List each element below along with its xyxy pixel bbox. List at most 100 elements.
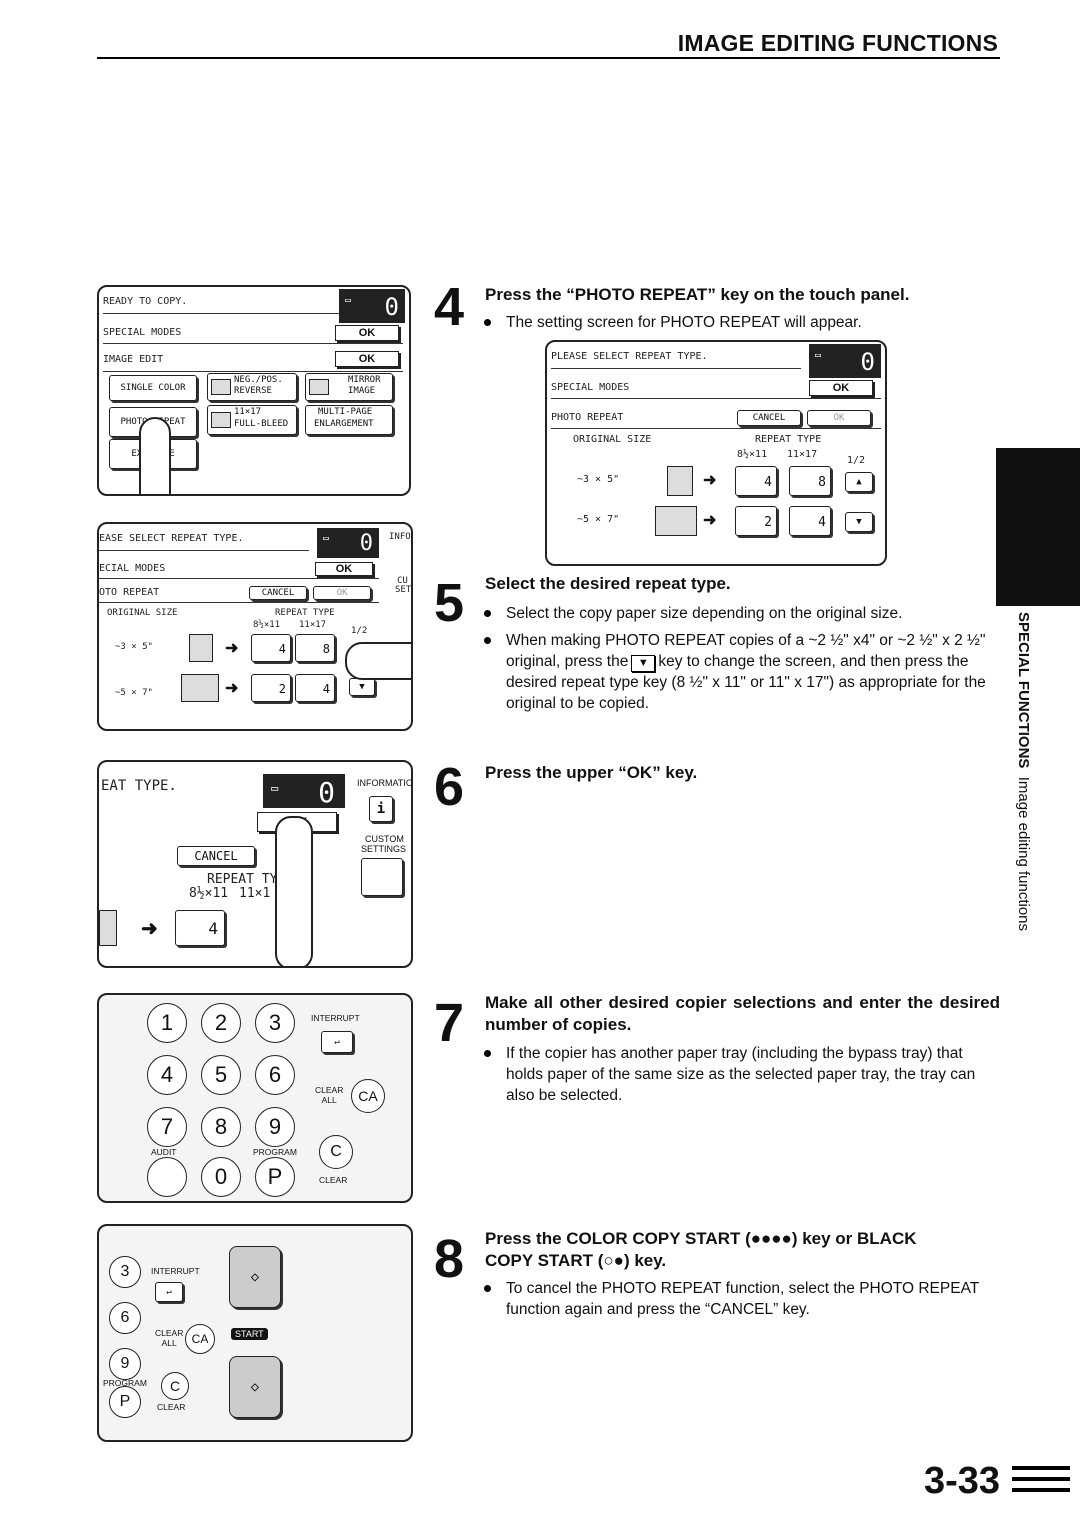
black-start-symbol-icon: ○●: [603, 1251, 624, 1270]
single-color-button[interactable]: SINGLE COLOR: [109, 375, 197, 401]
repeat-ledger-4-button[interactable]: 4: [789, 506, 831, 536]
key-1[interactable]: 1: [147, 1003, 187, 1043]
interrupt-label: INTERRUPT: [311, 1013, 360, 1023]
repeat-letter-4-button[interactable]: 4: [735, 466, 777, 496]
page-number-rule: [1012, 1488, 1070, 1492]
photo-repeat-panel: PLEASE SELECT REPEAT TYPE. ▭ 0 SPECIAL M…: [545, 340, 887, 566]
step-7-bullet: If the copier has another paper tray (in…: [484, 1043, 1000, 1106]
special-modes-ok-button[interactable]: OK: [315, 562, 373, 576]
key-5[interactable]: 5: [201, 1055, 241, 1095]
bullet-dot: [484, 319, 491, 326]
clear-key[interactable]: C: [161, 1372, 189, 1400]
cancel-button[interactable]: CANCEL: [177, 846, 255, 866]
step-4-title: Press the “PHOTO REPEAT” key on the touc…: [485, 285, 910, 304]
status-row: READY TO COPY.: [103, 291, 339, 314]
step-8-title: Press the COLOR COPY START (●●●●) key or…: [485, 1229, 917, 1270]
interrupt-key[interactable]: ↵: [155, 1282, 183, 1302]
photo-thumbnail-icon: [667, 466, 693, 496]
mirror-image-button[interactable]: MIRROR IMAGE: [305, 373, 393, 401]
audit-label: AUDIT: [151, 1147, 177, 1157]
page-indicator: 1/2: [351, 626, 368, 636]
special-modes-ok-button[interactable]: OK: [809, 380, 873, 396]
key-2[interactable]: 2: [201, 1003, 241, 1043]
repeat-type-label: REPEAT TYPE: [275, 608, 335, 618]
key-4[interactable]: 4: [147, 1055, 187, 1095]
size-3x5-label: ~3 × 5": [115, 642, 153, 652]
clear-key[interactable]: C: [319, 1135, 353, 1169]
color-copy-start-key[interactable]: ◇: [229, 1246, 281, 1308]
repeat-letter-4-button[interactable]: 4: [175, 910, 225, 946]
arrow-icon: ➜: [225, 680, 239, 697]
key-6[interactable]: 6: [109, 1302, 141, 1334]
key-7[interactable]: 7: [147, 1107, 187, 1147]
repeat-ledger-8-button[interactable]: 8: [295, 634, 335, 662]
special-modes-ok-button[interactable]: OK: [335, 325, 399, 341]
custom-settings-button[interactable]: [361, 858, 403, 896]
set-label: SET: [395, 585, 412, 595]
key-8[interactable]: 8: [201, 1107, 241, 1147]
information-button[interactable]: i: [369, 796, 393, 822]
cancel-button[interactable]: CANCEL: [249, 586, 307, 600]
ok-button-disabled: OK: [807, 410, 871, 426]
pointing-finger: [139, 417, 171, 494]
repeat-letter-2-button[interactable]: 2: [735, 506, 777, 536]
ok-button-disabled: OK: [313, 586, 371, 600]
step-number-8: 8: [434, 1229, 465, 1289]
page-number-rule: [1012, 1477, 1070, 1481]
step-7-title: Make all other desired copier selections…: [485, 993, 1000, 1034]
custom-label: CUSTOM: [365, 834, 404, 844]
image-edit-ok-button[interactable]: OK: [335, 351, 399, 367]
scroll-up-button[interactable]: ▲: [845, 472, 873, 492]
color-start-symbol-icon: ●●●●: [750, 1229, 792, 1248]
clear-all-key[interactable]: CA: [351, 1079, 385, 1113]
photo-repeat-panel-pressed: EASE SELECT REPEAT TYPE. ▭ 0 INFO ECIAL …: [97, 522, 413, 731]
pointing-finger: [275, 816, 313, 966]
key-9[interactable]: 9: [109, 1348, 141, 1380]
key-3[interactable]: 3: [109, 1256, 141, 1288]
black-copy-start-key[interactable]: ◇: [229, 1356, 281, 1418]
page-number-rule: [1012, 1466, 1070, 1470]
letter-size-label: 8½×11: [737, 449, 768, 460]
arrow-icon: ➜: [141, 918, 158, 940]
scroll-down-button[interactable]: ▼: [845, 512, 873, 532]
information-label: INFORMATIO: [357, 778, 413, 788]
key-9[interactable]: 9: [255, 1107, 295, 1147]
repeat-ledger-8-button[interactable]: 8: [789, 466, 831, 496]
mirror-icon: [309, 379, 329, 395]
program-key[interactable]: P: [255, 1157, 295, 1197]
cancel-button[interactable]: CANCEL: [737, 410, 801, 426]
key-3[interactable]: 3: [255, 1003, 295, 1043]
scroll-down-button[interactable]: ▼: [349, 678, 375, 696]
repeat-letter-2-button[interactable]: 2: [251, 674, 291, 702]
full-bleed-icon: [211, 412, 231, 428]
clear-all-key[interactable]: CA: [185, 1324, 215, 1354]
full-bleed-button[interactable]: 11×17 FULL-BLEED: [207, 405, 297, 435]
multi-page-enlargement-button[interactable]: MULTI-PAGE ENLARGEMENT: [305, 405, 393, 435]
arrow-icon: ➜: [703, 512, 717, 529]
repeat-letter-4-button[interactable]: 4: [251, 634, 291, 662]
page-number: 3-33: [923, 1460, 1000, 1502]
repeat-ledger-4-button[interactable]: 4: [295, 674, 335, 702]
size-5x7-label: ~5 × 7": [577, 514, 620, 525]
neg-pos-reverse-button[interactable]: NEG./POS. REVERSE: [207, 373, 297, 401]
interrupt-key[interactable]: ↵: [321, 1031, 353, 1053]
step-4-bullet: The setting screen for PHOTO REPEAT will…: [484, 312, 1004, 333]
step-8-bullet: To cancel the PHOTO REPEAT function, sel…: [484, 1278, 1000, 1320]
photo-repeat-row: PHOTO REPEAT: [551, 408, 881, 429]
clear-label: CLEAR: [157, 1402, 186, 1412]
arrow-icon: ➜: [703, 472, 717, 489]
copy-counter: ▭ 0: [809, 344, 881, 378]
info-label: INFO: [389, 532, 411, 542]
image-edit-panel: READY TO COPY. ▭ 0 SPECIAL MODES OK IMAG…: [97, 285, 411, 496]
header-rule: [97, 57, 1000, 59]
program-label: PROGRAM: [103, 1378, 147, 1388]
program-key[interactable]: P: [109, 1386, 141, 1418]
original-size-label: ORIGINAL SIZE: [573, 434, 652, 445]
step-5-bullet-2: When making PHOTO REPEAT copies of a ~2 …: [484, 630, 1004, 714]
key-6[interactable]: 6: [255, 1055, 295, 1095]
key-0[interactable]: 0: [201, 1157, 241, 1197]
audit-key[interactable]: [147, 1157, 187, 1197]
ledger-size-label: 11×17: [299, 620, 327, 630]
